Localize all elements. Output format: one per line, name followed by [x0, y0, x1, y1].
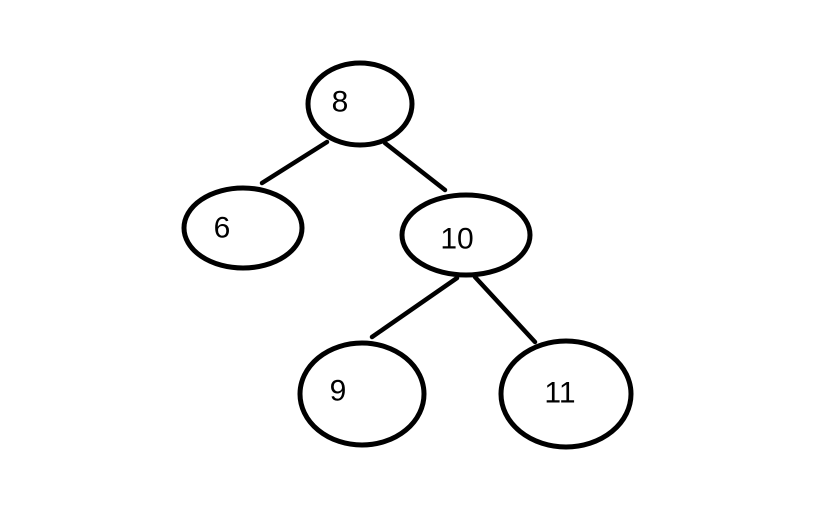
tree-edge-10-11 [472, 274, 538, 345]
tree-edge-8-10 [382, 140, 448, 193]
node-label-6: 6 [214, 212, 231, 245]
node-ellipse-6 [181, 185, 305, 271]
node-label-10: 10 [440, 223, 473, 256]
node-ellipse-11 [498, 338, 634, 450]
tree-edge-8-6 [259, 139, 330, 186]
node-label-8: 8 [332, 86, 349, 119]
node-ellipse-10 [399, 192, 533, 278]
node-label-9: 9 [330, 375, 347, 408]
tree-edge-10-9 [369, 275, 460, 340]
node-ellipse-9 [297, 340, 427, 448]
node-label-11: 11 [544, 377, 575, 410]
node-ellipse-8 [305, 60, 415, 148]
